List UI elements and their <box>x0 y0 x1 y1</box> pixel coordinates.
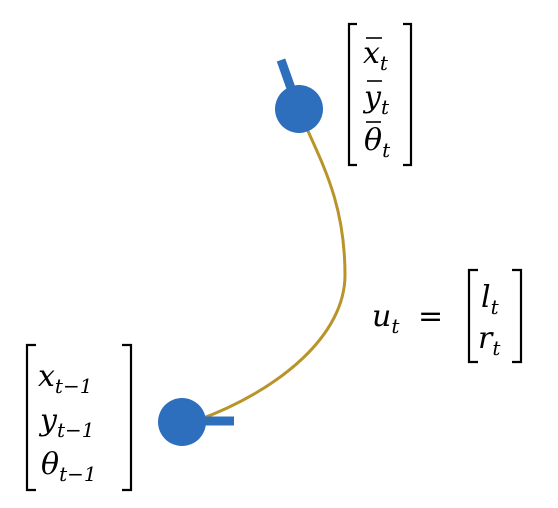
control-left-bracket <box>467 268 478 364</box>
trajectory-curve <box>197 112 347 422</box>
start-robot <box>158 398 234 446</box>
start-pose-y: yt−1 <box>38 403 94 442</box>
end-pose-x: xt <box>363 36 389 75</box>
end-pose-right-bracket <box>403 22 413 167</box>
end-pose-theta: θt <box>364 123 391 162</box>
start-pose-vector: xt−1 yt−1 θt−1 <box>25 343 133 492</box>
start-pose-x: xt−1 <box>38 359 92 398</box>
end-robot <box>275 58 323 133</box>
end-robot-body <box>275 85 323 133</box>
control-r: rt <box>478 321 501 360</box>
end-pose-y: yt <box>362 80 390 119</box>
start-pose-theta: θt−1 <box>41 447 97 486</box>
control-equals: = <box>418 299 443 334</box>
control-l: lt <box>481 280 500 319</box>
start-pose-right-bracket <box>122 343 133 492</box>
control-lhs: ut <box>372 299 400 338</box>
end-pose-vector: xt yt θt <box>347 22 413 167</box>
control-input: ut = lt rt <box>372 268 523 364</box>
control-right-bracket <box>512 268 523 364</box>
start-robot-body <box>158 398 206 446</box>
end-pose-left-bracket <box>347 22 357 167</box>
start-pose-left-bracket <box>25 343 36 492</box>
